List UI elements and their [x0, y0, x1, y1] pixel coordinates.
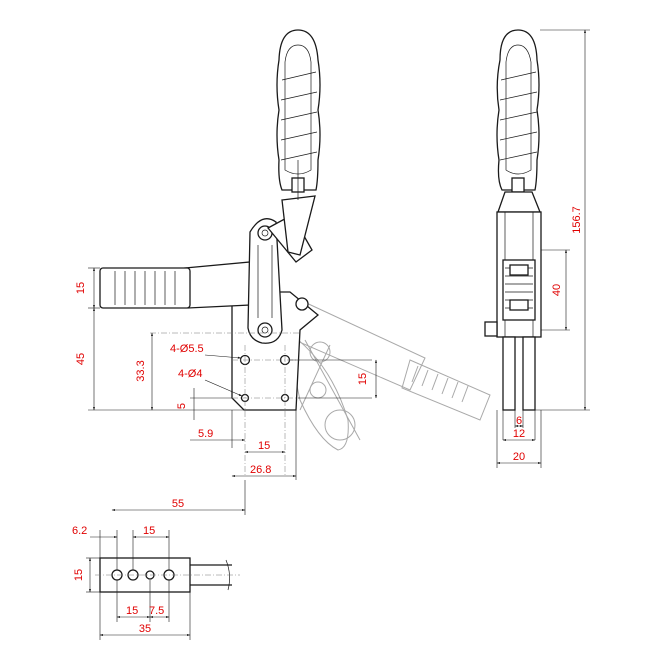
- dim-hole-spacing-vertical: 15: [357, 373, 369, 385]
- dim-hole-spacing-horizontal: 15: [258, 440, 270, 452]
- clamp-arm: [184, 261, 251, 309]
- handle-ferrule-front: [511, 177, 525, 193]
- dim-base-width: 26.8: [250, 464, 271, 476]
- lever-pin: [257, 322, 273, 338]
- base-leg-right: [522, 336, 536, 411]
- dim-base-width-front: 20: [513, 451, 525, 463]
- dim-height-to-handle: 45: [75, 353, 87, 365]
- dim-hole-horizontal-offset: 5.9: [198, 428, 213, 440]
- dim-edge-offset: 6.2: [72, 525, 87, 537]
- dim-hole-offset: 7.5: [149, 605, 164, 617]
- label-small-hole: 4-Ø4: [178, 368, 202, 380]
- dim-overall-height: 156.7: [571, 206, 583, 234]
- dim-hole-vertical-offset: 5: [176, 403, 188, 409]
- dim-hole-pitch-bottom: 15: [126, 605, 138, 617]
- main-lever: [247, 218, 283, 344]
- dim-handle-thickness: 15: [75, 282, 87, 294]
- dim-bar-height: 15: [73, 569, 85, 581]
- dim-hole-height: 33.3: [135, 360, 147, 381]
- handle-grip-front: [496, 29, 540, 191]
- dim-bar-length: 35: [139, 623, 151, 635]
- base-leg-left: [502, 336, 516, 411]
- front-view: 156.7 40 6 12 20: [484, 29, 590, 468]
- dim-clamp-height: 40: [551, 284, 563, 296]
- dim-body-width: 12: [513, 428, 525, 440]
- side-view: 15 45 33.3 4-Ø5.5 4-Ø4 5 5.9 15 26.8 15 …: [75, 29, 491, 515]
- bolt-head: [484, 321, 498, 337]
- label-large-hole: 4-Ø5.5: [170, 343, 204, 355]
- handle-grip: [276, 29, 321, 191]
- arm-plan-view: 6.2 15 15 15 7.5 35: [72, 525, 240, 640]
- dim-hole-pitch-top: 15: [143, 525, 155, 537]
- open-position-ghost: [284, 299, 491, 451]
- pivot-pin: [295, 297, 309, 311]
- dim-inner-gap: 6: [516, 415, 522, 427]
- dim-reach: 55: [172, 498, 184, 510]
